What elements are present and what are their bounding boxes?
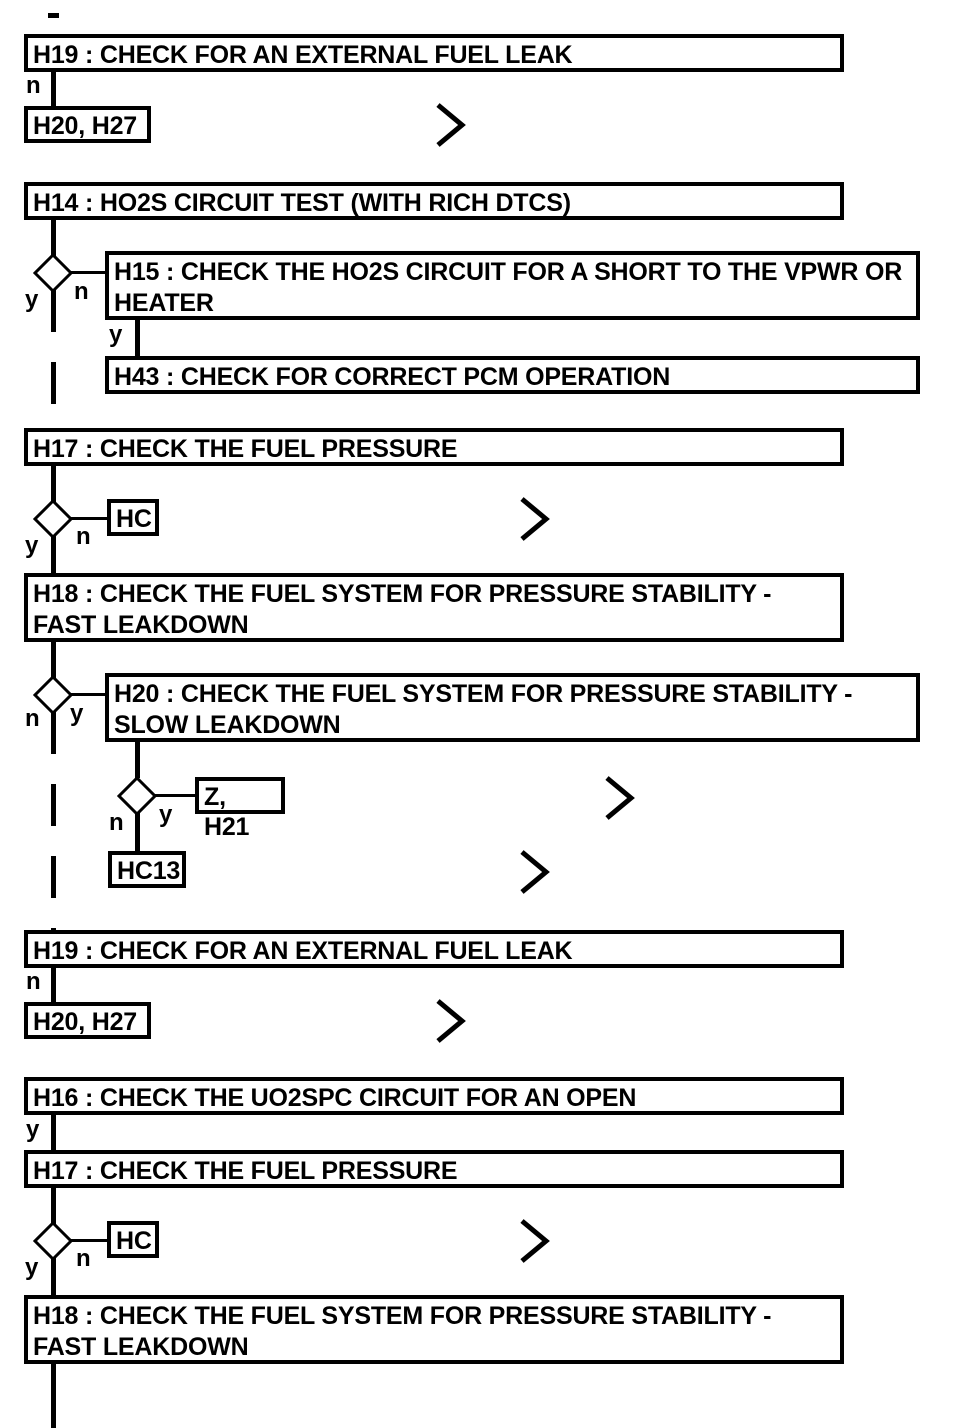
connector-d3-n-trunk (51, 712, 56, 934)
tick-mark-icon (48, 13, 59, 18)
connector-n1-n2 (51, 70, 56, 108)
branch-label-y: y (25, 286, 39, 313)
connector-h17b-to-d5 (51, 1186, 56, 1224)
terminal-node-hc13[interactable]: HC13 (108, 851, 186, 888)
step-node-h16[interactable]: H16 : CHECK THE UO2SPC CIRCUIT FOR AN OP… (24, 1077, 844, 1115)
terminal-node-h20-h27-a[interactable]: H20, H27 (24, 106, 151, 143)
step-node-h20[interactable]: H20 : CHECK THE FUEL SYSTEM FOR PRESSURE… (105, 673, 920, 742)
connector-h20-to-d4 (135, 740, 140, 778)
branch-label-n: n (25, 705, 40, 732)
chevron-right-icon (434, 997, 470, 1045)
step-node-h43[interactable]: H43 : CHECK FOR CORRECT PCM OPERATION (105, 356, 920, 394)
branch-label-y: y (159, 801, 173, 828)
connector-h16-to-h17 (51, 1113, 56, 1151)
step-node-h14[interactable]: H14 : HO2S CIRCUIT TEST (WITH RICH DTCS) (24, 182, 844, 220)
connector-d1-to-h15 (70, 271, 108, 274)
connector-h18b-down (51, 1362, 56, 1428)
connector-d5-y-trunk (51, 1256, 56, 1296)
connector-h17-to-d2 (51, 464, 56, 502)
step-node-h15[interactable]: H15 : CHECK THE HO2S CIRCUIT FOR A SHORT… (105, 251, 920, 320)
branch-label-n: n (74, 278, 89, 305)
connector-d4-n-to-hc13 (135, 811, 140, 853)
connector-d1-y-trunk (51, 290, 56, 428)
branch-label-y: y (70, 700, 84, 727)
branch-label-n: n (76, 523, 91, 550)
decision-node-d1[interactable] (33, 253, 73, 293)
connector-d2-to-hc (70, 517, 110, 520)
decision-node-d3[interactable] (33, 675, 73, 715)
chevron-right-icon (518, 1217, 554, 1265)
branch-label-n: n (76, 1245, 91, 1272)
connector-d4-to-z-h21 (154, 794, 198, 797)
decision-node-d4[interactable] (117, 776, 157, 816)
step-node-h19-b[interactable]: H19 : CHECK FOR AN EXTERNAL FUEL LEAK (24, 930, 844, 968)
chevron-right-icon (434, 101, 470, 149)
connector-h19b-to-h20h27 (51, 966, 56, 1004)
decision-node-d2[interactable] (33, 499, 73, 539)
connector-d3-to-h20 (70, 693, 108, 696)
terminal-node-hc-b[interactable]: HC (107, 1221, 159, 1258)
connector-d2-y-trunk (51, 534, 56, 574)
terminal-node-h20-h27-b[interactable]: H20, H27 (24, 1002, 151, 1039)
connector-d5-to-hc (70, 1239, 110, 1242)
branch-label-y: y (25, 1254, 39, 1281)
terminal-node-hc-a[interactable]: HC (107, 499, 159, 536)
branch-label-y: y (109, 321, 123, 348)
step-node-h18-b[interactable]: H18 : CHECK THE FUEL SYSTEM FOR PRESSURE… (24, 1295, 844, 1364)
branch-label-n: n (109, 809, 124, 836)
branch-label-y: y (26, 1116, 40, 1143)
step-node-h19-a[interactable]: H19 : CHECK FOR AN EXTERNAL FUEL LEAK (24, 34, 844, 72)
chevron-right-icon (603, 774, 639, 822)
connector-h15-to-h43 (135, 318, 140, 356)
step-node-h17-b[interactable]: H17 : CHECK THE FUEL PRESSURE (24, 1150, 844, 1188)
connector-h18-to-d3 (51, 640, 56, 678)
chevron-right-icon (518, 848, 554, 896)
terminal-node-z-h21[interactable]: Z, H21 (195, 777, 285, 841)
step-node-h18-a[interactable]: H18 : CHECK THE FUEL SYSTEM FOR PRESSURE… (24, 573, 844, 642)
branch-label-y: y (25, 532, 39, 559)
chevron-right-icon (518, 495, 554, 543)
branch-label-n: n (26, 968, 41, 995)
step-node-h17-a[interactable]: H17 : CHECK THE FUEL PRESSURE (24, 428, 844, 466)
connector-h14-to-d1 (51, 218, 56, 256)
branch-label-n: n (26, 72, 41, 99)
decision-node-d5[interactable] (33, 1221, 73, 1261)
